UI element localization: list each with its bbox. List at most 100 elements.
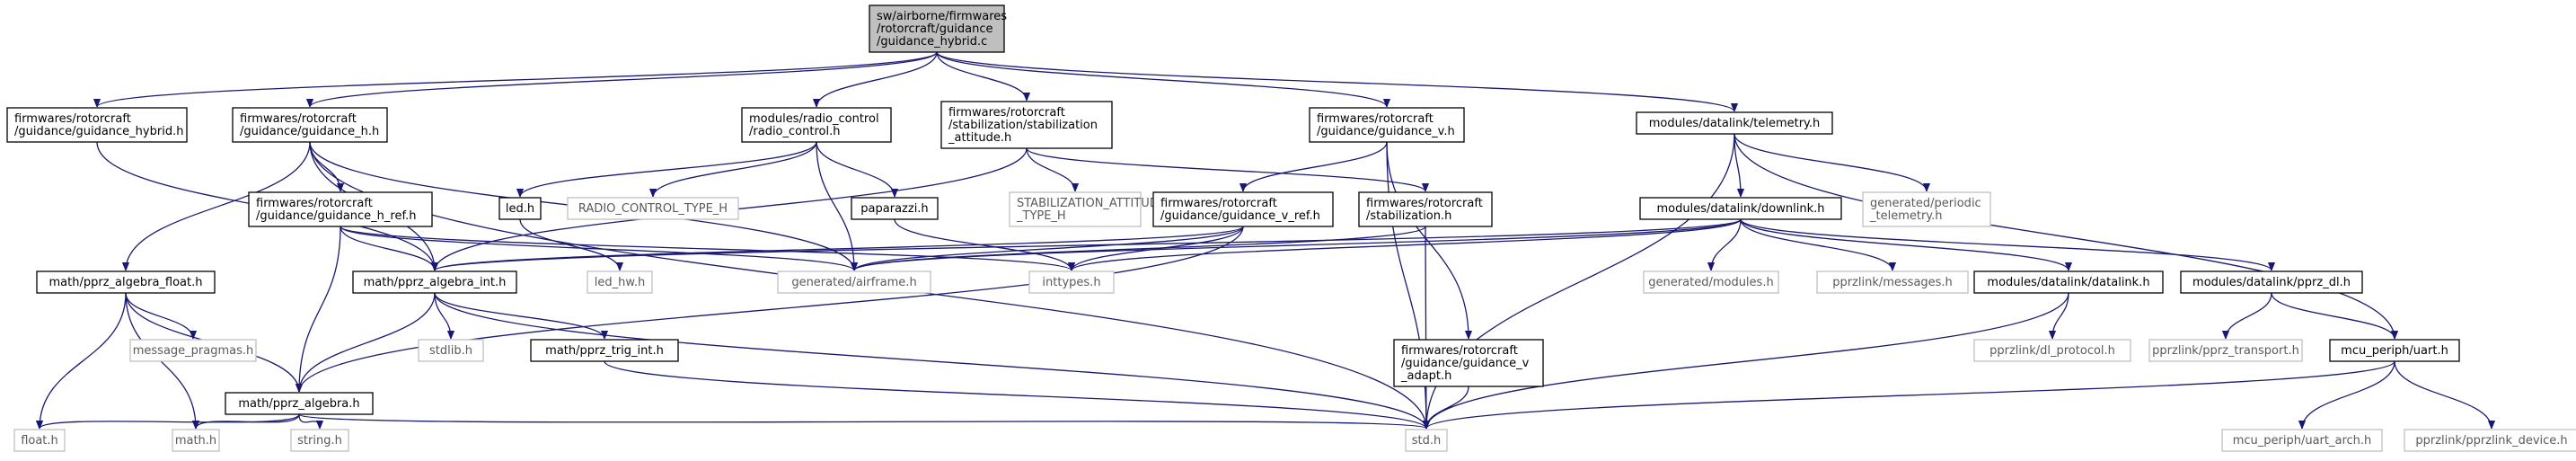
- edge-trigint-to-stdh: [604, 360, 1426, 430]
- edge-algfloat-to-floath: [40, 292, 127, 429]
- edge-main-to-gh_h: [310, 51, 938, 108]
- node-label-line: /radio_control.h: [749, 125, 840, 138]
- node-box: [248, 191, 433, 227]
- edge-telemetry-to-downlink: [1734, 133, 1741, 197]
- node-algfloat[interactable]: math/pprz_algebra_float.h: [36, 270, 216, 294]
- node-uart-arch: mcu_periph/uart_arch.h: [2221, 429, 2383, 452]
- node-gh-ref[interactable]: firmwares/rotorcraft/guidance/guidance_h…: [248, 191, 433, 227]
- edge-downlink-to-modules_gen: [1711, 218, 1742, 270]
- edge-gv_ref-to-algebra: [299, 226, 1244, 392]
- edge-uart-to-uart_arch: [2302, 360, 2395, 430]
- node-box: [2148, 339, 2303, 362]
- edge-algebra-to-stringh: [298, 413, 320, 430]
- node-pprz-dl[interactable]: modules/datalink/pprz_dl.h: [2180, 270, 2363, 294]
- node-gh-h[interactable]: firmwares/rotorcraft/guidance/guidance_h…: [232, 107, 388, 143]
- node-box: [290, 429, 349, 452]
- node-box: [1028, 270, 1115, 294]
- node-algebra[interactable]: math/pprz_algebra.h: [225, 392, 374, 415]
- node-label-line: led_hw.h: [595, 276, 645, 289]
- node-label-line: modules/datalink/datalink.h: [1987, 276, 2149, 289]
- node-gv-adapt[interactable]: firmwares/rotorcraft/guidance/guidance_v…: [1393, 339, 1544, 387]
- edge-algebra-to-mathh: [196, 413, 300, 430]
- node-box: [1973, 270, 2164, 294]
- edge-downlink-to-airframe: [854, 218, 1742, 271]
- node-stab[interactable]: firmwares/rotorcraft/stabilization.h: [1358, 191, 1493, 227]
- node-label-line: sw/airborne/firmwares: [877, 10, 1007, 23]
- edge-algebra-to-stdh: [298, 413, 1426, 430]
- node-label-line: RADIO_CONTROL_TYPE_H: [578, 202, 728, 216]
- edge-downlink-to-datalink: [1740, 218, 2069, 271]
- edge-algint-to-algebra: [299, 292, 436, 392]
- node-label-line: generated/periodic: [1870, 197, 1981, 210]
- node-label-line: _adapt.h: [1400, 369, 1451, 383]
- node-label-line: inttypes.h: [1042, 276, 1100, 289]
- node-label-line: math/pprz_algebra.h: [238, 397, 359, 411]
- node-box: [352, 270, 517, 294]
- edge-main-to-radio: [816, 51, 938, 108]
- node-trigint[interactable]: math/pprz_trig_int.h: [530, 339, 679, 362]
- node-gh-hybrid[interactable]: firmwares/rotorcraft/guidance/guidance_h…: [6, 107, 188, 143]
- node-box: [1358, 191, 1493, 227]
- node-main[interactable]: sw/airborne/firmwares/rotorcraft/guidanc…: [869, 4, 1007, 53]
- node-stab-att-type: STABILIZATION_ATTITUDE_TYPE_H: [1009, 191, 1166, 227]
- node-box: [13, 429, 66, 452]
- node-floath: float.h: [13, 429, 66, 452]
- node-box: [1973, 339, 2131, 362]
- edge-gh_h-to-algfloat: [126, 141, 311, 270]
- node-stab-att[interactable]: firmwares/rotorcraft/stabilization/stabi…: [940, 101, 1113, 149]
- node-radio[interactable]: modules/radio_control/radio_control.h: [741, 107, 892, 143]
- node-box: [2221, 429, 2383, 452]
- node-led[interactable]: led.h: [498, 197, 542, 220]
- node-box: [498, 197, 542, 220]
- nodes-layer: sw/airborne/firmwares/rotorcraft/guidanc…: [6, 4, 2576, 452]
- edge-telemetry-to-periodic: [1734, 133, 1927, 192]
- node-algint[interactable]: math/pprz_algebra_int.h: [352, 270, 517, 294]
- edge-paparazzi-to-inttypes: [894, 218, 1072, 271]
- node-label-line: pprzlink/pprzlink_device.h: [2415, 434, 2567, 448]
- edge-gh_ref-to-inttypes: [340, 226, 1072, 271]
- node-label-line: pprzlink/dl_protocol.h: [1989, 344, 2115, 358]
- node-box: [1009, 191, 1142, 227]
- node-stdh: std.h: [1405, 429, 1448, 452]
- node-gv[interactable]: firmwares/rotorcraft/guidance/guidance_v…: [1309, 107, 1465, 143]
- node-label-line: string.h: [297, 434, 342, 448]
- node-box: [172, 429, 220, 452]
- node-device: pprzlink/pprzlink_device.h: [2404, 429, 2576, 452]
- node-box: [777, 270, 931, 294]
- node-box: [1643, 270, 1779, 294]
- node-box: [869, 4, 1005, 53]
- node-box: [940, 101, 1113, 149]
- node-label-line: math/pprz_algebra_float.h: [49, 276, 203, 289]
- edge-gv_adapt-to-stdh: [1426, 386, 1469, 430]
- edge-algebra-to-floath: [40, 413, 300, 430]
- node-label-line: /guidance/guidance_h_ref.h: [256, 209, 416, 223]
- node-modules-gen: generated/modules.h: [1643, 270, 1779, 294]
- node-messages: pprzlink/messages.h: [1816, 270, 1969, 294]
- node-label-line: firmwares/rotorcraft: [256, 197, 373, 210]
- node-datalink[interactable]: modules/datalink/datalink.h: [1973, 270, 2164, 294]
- node-stdlib: stdlib.h: [418, 339, 484, 362]
- node-label-line: /guidance_hybrid.c: [877, 35, 987, 49]
- node-downlink[interactable]: modules/datalink/downlink.h: [1639, 197, 1842, 220]
- node-box: [530, 339, 679, 362]
- edge-gh_ref-to-algint: [340, 226, 435, 271]
- node-uart[interactable]: mcu_periph/uart.h: [2329, 339, 2460, 362]
- node-telemetry[interactable]: modules/datalink/telemetry.h: [1636, 111, 1833, 135]
- node-label-line: firmwares/rotorcraft: [240, 112, 357, 126]
- node-label-line: STABILIZATION_ATTITUDE: [1017, 197, 1166, 210]
- node-label-line: math/pprz_algebra_int.h: [364, 276, 507, 289]
- node-label-line: mcu_periph/uart.h: [2341, 344, 2448, 358]
- node-box: [741, 107, 892, 143]
- node-box: [851, 197, 939, 220]
- node-label-line: _attitude.h: [948, 131, 1011, 145]
- node-label-line: paparazzi.h: [860, 202, 928, 216]
- node-paparazzi[interactable]: paparazzi.h: [851, 197, 939, 220]
- node-box: [567, 197, 739, 220]
- node-box: [418, 339, 484, 362]
- node-label-line: float.h: [21, 434, 58, 448]
- edge-gh_ref-to-algebra: [299, 226, 341, 392]
- node-gv-ref[interactable]: firmwares/rotorcraft/guidance/guidance_v…: [1152, 191, 1334, 227]
- node-label-line: firmwares/rotorcraft: [1160, 197, 1277, 210]
- node-label-line: modules/datalink/downlink.h: [1657, 202, 1825, 216]
